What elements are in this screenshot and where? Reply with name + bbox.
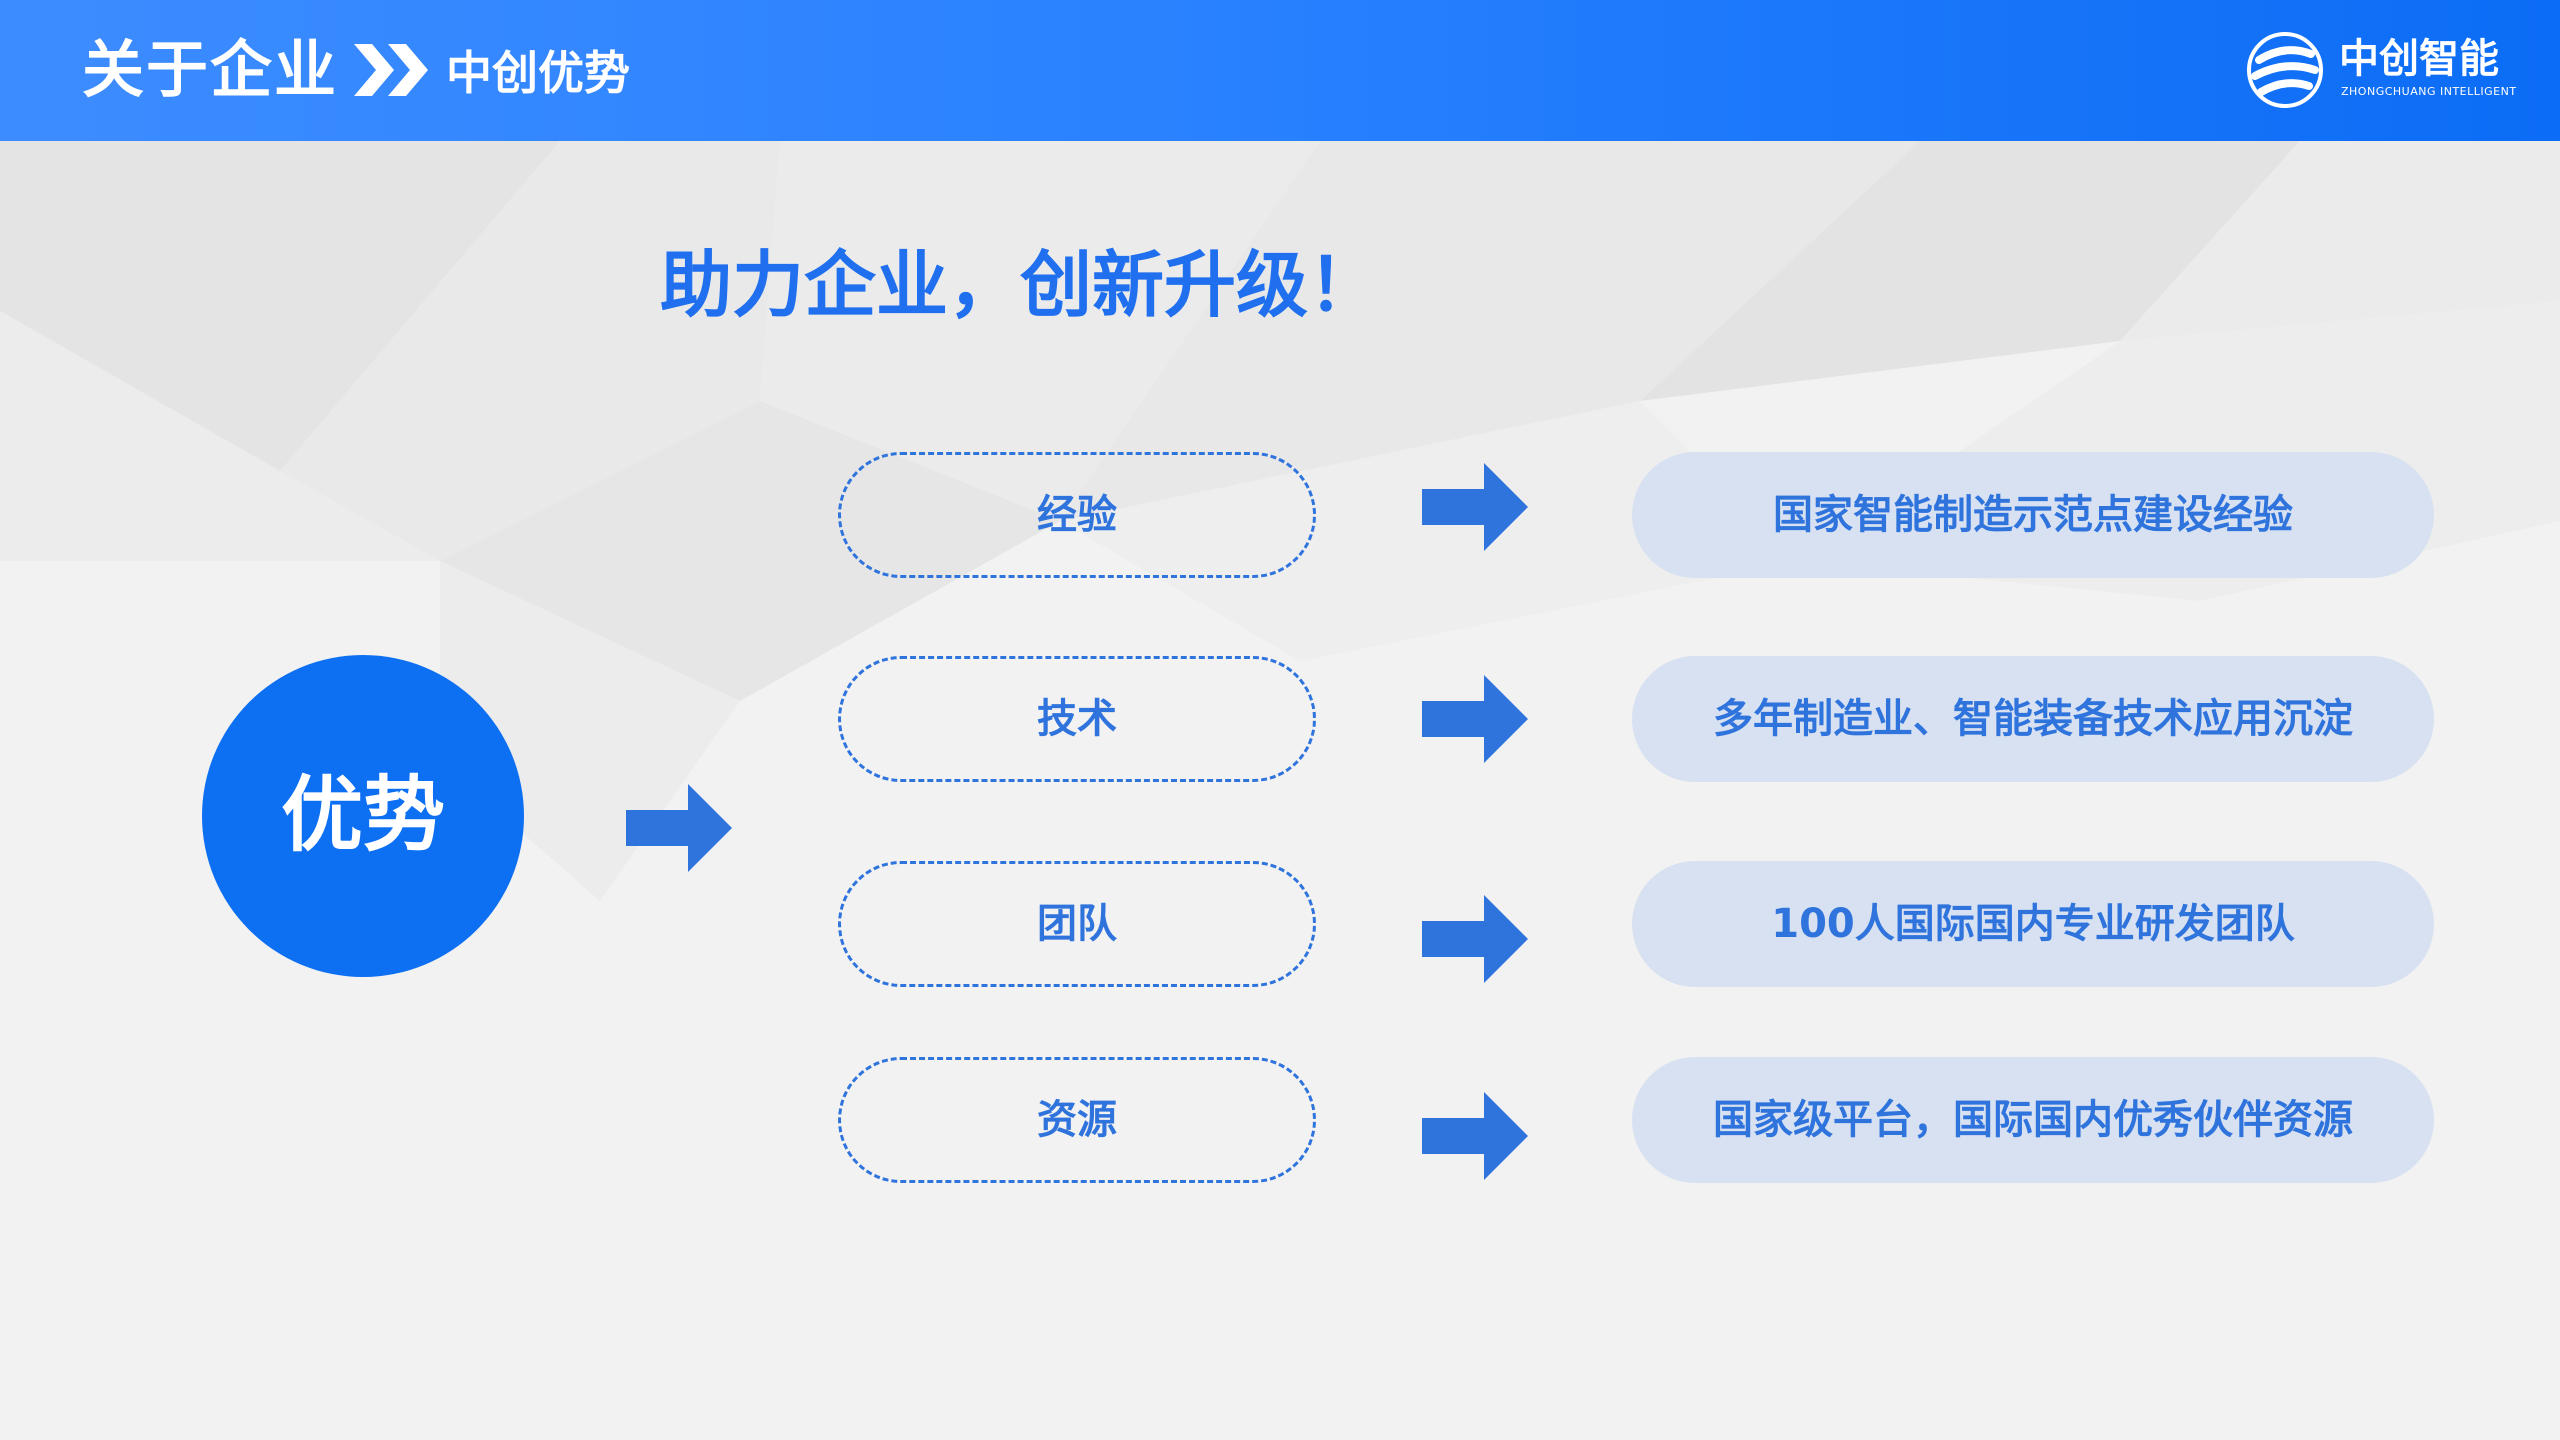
section-subtitle: 中创优势 <box>446 46 630 100</box>
detail-pill-team: 100人国际国内专业研发团队 <box>1632 861 2434 987</box>
right-arrow-icon <box>1422 675 1528 763</box>
advantage-circle-label: 优势 <box>280 768 445 863</box>
category-pill-resources: 资源 <box>838 1057 1316 1183</box>
main-heading-text: 助力企业，创新升级！ <box>659 243 1380 327</box>
detail-pill-technology: 多年制造业、智能装备技术应用沉淀 <box>1632 656 2434 782</box>
right-arrow-icon <box>626 784 732 872</box>
detail-text: 国家级平台，国际国内优秀伙伴资源 <box>1713 1097 2353 1143</box>
right-arrow-icon <box>1422 463 1528 551</box>
category-pill-technology: 技术 <box>838 656 1316 782</box>
category-label: 资源 <box>1037 1097 1117 1143</box>
category-label: 技术 <box>1037 696 1117 742</box>
detail-pill-experience: 国家智能制造示范点建设经验 <box>1632 452 2434 578</box>
category-pill-experience: 经验 <box>838 452 1316 578</box>
header-bar: 关于企业 中创优势 中创智能 ZHONGCHUANG INTELLIGENT <box>0 0 2560 141</box>
logo-name: 中创智能 <box>2339 36 2499 82</box>
main-heading: 助力企业，创新升级！ <box>0 230 2560 340</box>
company-logo: 中创智能 ZHONGCHUANG INTELLIGENT <box>2245 26 2516 114</box>
right-arrow-icon <box>1422 1092 1528 1180</box>
detail-pill-resources: 国家级平台，国际国内优秀伙伴资源 <box>1632 1057 2434 1183</box>
category-label: 经验 <box>1037 492 1117 538</box>
category-pill-team: 团队 <box>838 861 1316 987</box>
detail-text: 多年制造业、智能装备技术应用沉淀 <box>1713 696 2353 742</box>
category-label: 团队 <box>1037 901 1117 947</box>
logo-english-name: ZHONGCHUANG INTELLIGENT <box>2341 85 2517 98</box>
advantage-circle: 优势 <box>202 655 524 977</box>
detail-text: 100人国际国内专业研发团队 <box>1771 901 2295 947</box>
right-arrow-icon <box>1422 895 1528 983</box>
section-title: 关于企业 <box>82 33 339 106</box>
detail-text: 国家智能制造示范点建设经验 <box>1773 492 2293 538</box>
double-chevron-icon <box>354 44 428 96</box>
logo-mark-icon <box>2247 32 2323 108</box>
